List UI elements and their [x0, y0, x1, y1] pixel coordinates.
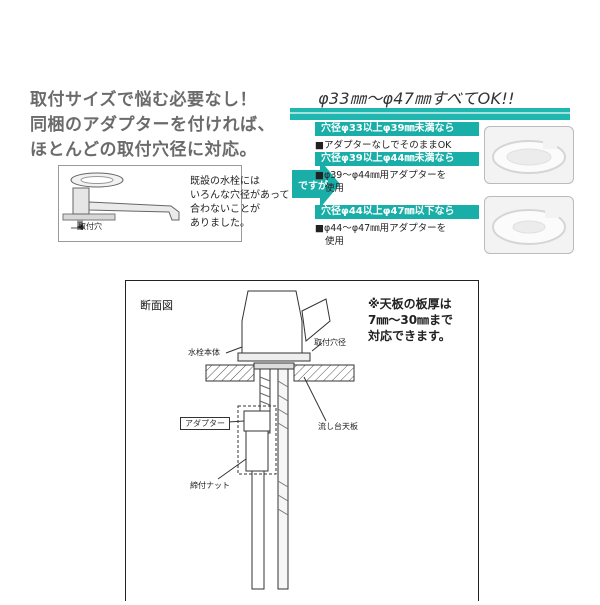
adapter-ring-photo-2 — [484, 196, 574, 254]
thickness-note-line-1: ※天板の板厚は — [368, 297, 452, 311]
range-3-desc-line-2: 使用 — [325, 236, 345, 247]
hole-diameter-label: 取付穴径 — [314, 338, 346, 347]
title-underline — [290, 108, 570, 120]
headline-line-3: ほとんどの取付穴径に対応。 — [30, 140, 257, 160]
headline-line-2: 同梱のアダプターを付ければ、 — [30, 115, 275, 135]
tightening-nut-label: 締付ナット — [190, 481, 230, 490]
section-title: 断面図 — [140, 299, 173, 312]
cross-section-box — [125, 280, 479, 601]
sink-counter-label: 流し台天板 — [318, 422, 358, 431]
range-3-band: 穴径φ44以上φ47㎜以下なら — [315, 205, 479, 219]
right-arrow-icon — [292, 160, 340, 208]
cross-section-drawing — [205, 290, 355, 590]
range-1-desc: ■アダプターなしでそのままOK — [315, 140, 452, 151]
headline-line-1: 取付サイズで悩む必要なし！ — [30, 90, 257, 110]
adapter-label: アダプター — [180, 417, 230, 430]
faucet-note-line-2: いろんな穴径があって — [190, 190, 290, 201]
ok-title: φ33㎜～φ47㎜すべてOK!! — [318, 89, 515, 108]
faucet-note-line-3: 合わないことが — [190, 204, 260, 215]
thickness-note-line-2: 7㎜～30㎜まで — [368, 313, 454, 327]
headline: 取付サイズで悩む必要なし！ 同梱のアダプターを付ければ、 ほとんどの取付穴径に対… — [30, 88, 300, 163]
range-1-band: 穴径φ33以上φ39㎜未満なら — [315, 122, 479, 136]
thickness-note-line-3: 対応できます。 — [368, 329, 451, 343]
arrow-label: ですが — [298, 181, 328, 192]
range-2-desc-line-1: ■φ39～φ44㎜用アダプターを — [315, 170, 447, 181]
range-2-desc-line-2: 使用 — [325, 183, 345, 194]
adapter-ring-icon — [492, 209, 566, 245]
faucet-note-line-4: ありました。 — [190, 218, 250, 229]
range-2-band: 穴径φ39以上φ44㎜未満なら — [315, 152, 479, 166]
faucet-note: 既設の水栓には いろんな穴径があって 合わないことが ありました。 — [190, 175, 300, 231]
faucet-note-line-1: 既設の水栓には — [190, 176, 260, 187]
adapter-ring-photo-1 — [484, 126, 574, 184]
faucet-drawing — [62, 172, 180, 230]
faucet-illustration-box — [58, 165, 242, 242]
adapter-ring-icon — [492, 140, 566, 174]
range-3-desc-line-1: ■φ44～φ47㎜用アダプターを — [315, 223, 447, 234]
thickness-note: ※天板の板厚は 7㎜～30㎜まで 対応できます。 — [368, 296, 453, 344]
faucet-body-label: 水栓本体 — [188, 348, 220, 357]
mount-hole-label: 取付穴 — [78, 222, 102, 231]
